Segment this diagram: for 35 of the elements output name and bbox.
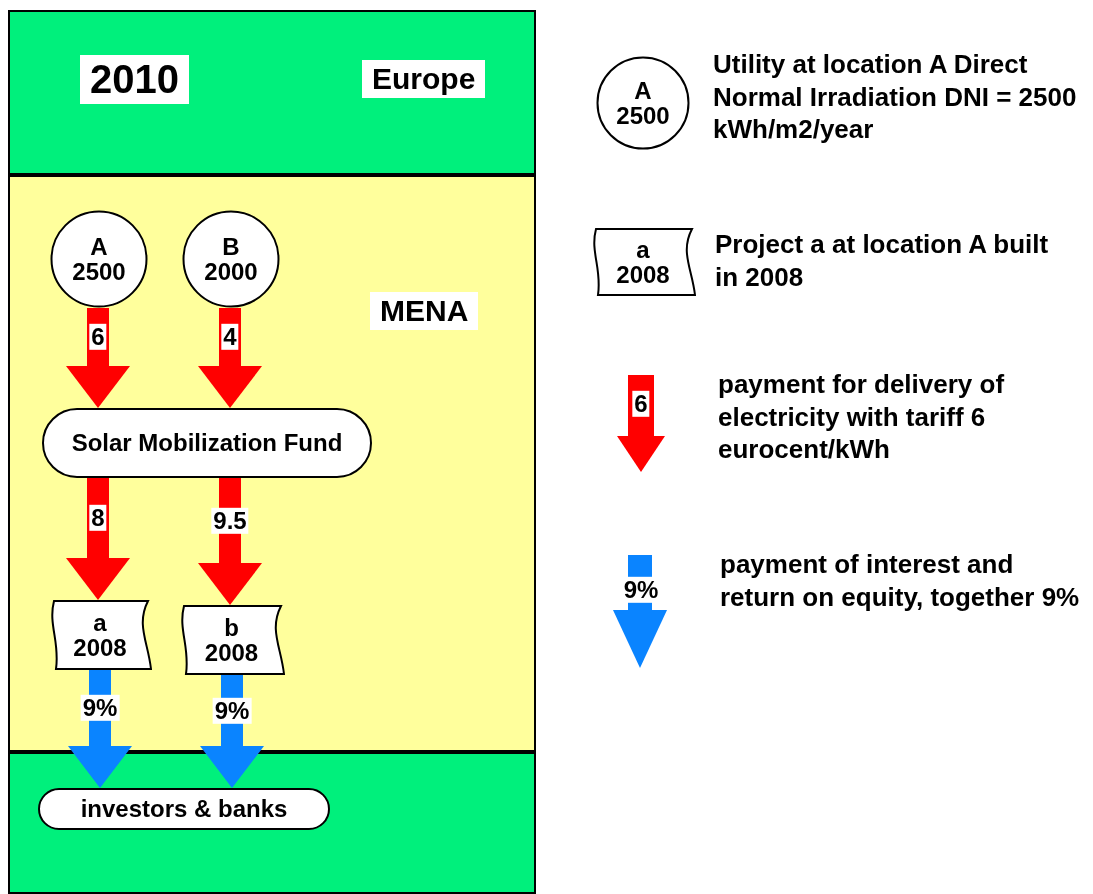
- arrow-value-label: 9%: [621, 576, 661, 604]
- node-label: 2008: [616, 262, 670, 288]
- node-label: 2500: [616, 103, 670, 129]
- edge-label: 8: [89, 504, 107, 532]
- region-label: Europe: [362, 60, 486, 98]
- edge-label: 9%: [212, 697, 252, 724]
- node-label: 2008: [73, 635, 127, 661]
- node-label: a: [636, 236, 650, 262]
- region-label: MENA: [370, 292, 479, 330]
- node-label: B: [222, 233, 240, 259]
- node-label: A: [90, 233, 108, 259]
- payment-arrow: [66, 478, 130, 600]
- payment-arrow: [198, 308, 262, 408]
- node-label: a: [93, 609, 107, 635]
- node-label: Solar Mobilization Fund: [71, 430, 343, 456]
- legend-description: Project a at location A built in 2008: [715, 228, 1050, 293]
- arrow-value-label: 6: [632, 390, 650, 418]
- legend-text: payment of interest and return on equity, together 9%: [720, 548, 1081, 613]
- node-label: A: [634, 77, 652, 103]
- payment-arrow: [66, 308, 130, 408]
- payment-arrow: [68, 670, 132, 788]
- edge-label: 4: [221, 323, 239, 351]
- legend-description: Utility at location A Direct Normal Irradiation DNI = 2500 kWh/m2/year: [713, 48, 1078, 146]
- edge-label: 6: [89, 323, 107, 351]
- node-label: 2008: [204, 640, 259, 666]
- node-label: investors & banks: [80, 796, 288, 822]
- legend-text: payment for delivery of electricity with tariff 6 eurocent/kWh: [718, 368, 1006, 466]
- payment-arrow: [198, 478, 262, 605]
- node-label: 2500: [72, 259, 126, 285]
- node-label: b: [224, 614, 239, 640]
- edge-label: 9%: [80, 694, 120, 722]
- region-label: 2010: [80, 55, 189, 104]
- payment-arrow: [200, 675, 264, 788]
- edge-label: 9.5: [211, 507, 249, 534]
- node-label: 2000: [204, 259, 258, 285]
